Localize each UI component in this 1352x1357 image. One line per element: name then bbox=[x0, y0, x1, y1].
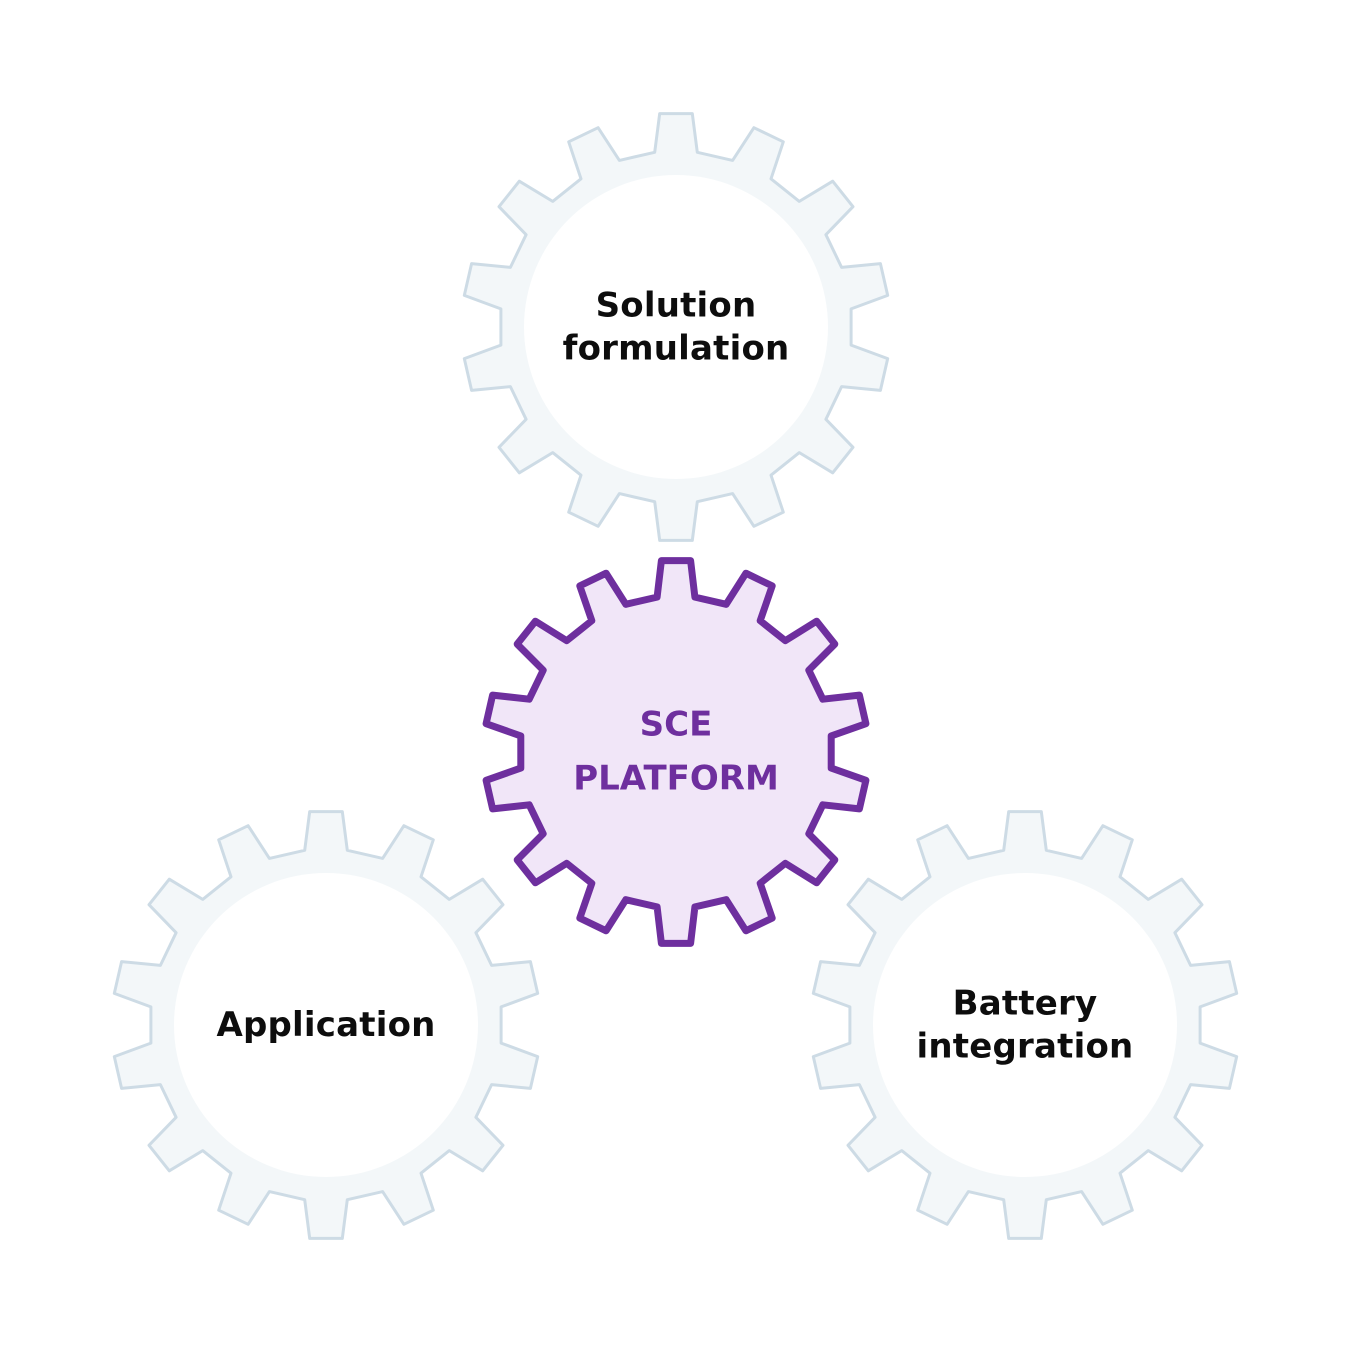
label-line: PLATFORM bbox=[573, 759, 779, 799]
gear-battery-integration-icon bbox=[811, 810, 1239, 1240]
label-line: Application bbox=[216, 1004, 436, 1045]
gear-label-solution-formulation: Solution formulation bbox=[563, 285, 790, 370]
label-line: formulation bbox=[562, 328, 790, 368]
gear-label-application: Application bbox=[216, 1004, 435, 1047]
gear-sce-platform-icon bbox=[482, 557, 870, 947]
gear-solution-formulation-icon bbox=[462, 112, 890, 542]
gear-application-icon bbox=[112, 810, 540, 1240]
label-line: Solution bbox=[595, 285, 757, 326]
label-line: Battery bbox=[952, 983, 1098, 1024]
label-line: SCE bbox=[639, 704, 713, 745]
label-line: integration bbox=[916, 1026, 1134, 1066]
gear-label-sce-platform: SCE PLATFORM bbox=[573, 698, 779, 807]
gear-label-battery-integration: Battery integration bbox=[917, 983, 1134, 1068]
